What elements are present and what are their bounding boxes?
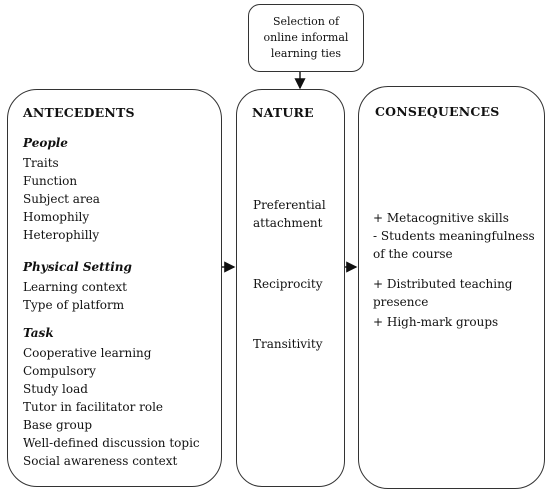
list-item: Subject area (23, 192, 100, 206)
list-item: Learning context (23, 280, 127, 294)
consequence-item: + Distributed teaching presence (373, 277, 513, 309)
list-item: Study load (23, 382, 88, 396)
list-item: Type of platform (23, 298, 125, 312)
antecedents-title: ANTECEDENTS (23, 105, 135, 120)
list-item: Social awareness context (23, 454, 178, 468)
list-item: Tutor in facilitator role (23, 400, 164, 414)
consequence-item: + Metacognitive skills (373, 211, 509, 225)
nature-item-reciprocity: Reciprocity (253, 277, 323, 291)
selection-label: Selection of online informal learning ti… (263, 15, 349, 60)
consequences-box: CONSEQUENCES + Metacognitive skills - St… (358, 86, 545, 489)
nature-item-transitivity: Transitivity (253, 337, 323, 351)
task-label: Task (23, 326, 54, 340)
nature-title: NATURE (252, 105, 314, 120)
list-item: Cooperative learning (23, 346, 152, 360)
list-item: Heterophilly (23, 228, 100, 242)
consequence-item: + High-mark groups (373, 315, 499, 329)
people-list: Traits Function Subject area Homophily H… (23, 154, 100, 244)
list-item: Base group (23, 418, 93, 432)
people-label: People (23, 136, 68, 150)
list-item: Homophily (23, 210, 90, 224)
list-item: Well-defined discussion topic (23, 436, 200, 450)
list-item: Function (23, 174, 78, 188)
physical-setting-label: Physical Setting (23, 260, 132, 274)
antecedents-box: ANTECEDENTS People Traits Function Subje… (7, 89, 222, 487)
nature-box: NATURE Preferential attachment Reciproci… (236, 89, 345, 487)
task-list: Cooperative learning Compulsory Study lo… (23, 344, 200, 470)
consequences-title: CONSEQUENCES (375, 104, 500, 119)
consequence-item: - Students meaningfulness of the course (373, 229, 535, 261)
selection-box: Selection of online informal learning ti… (248, 4, 364, 72)
list-item: Traits (23, 156, 59, 170)
list-item: Compulsory (23, 364, 96, 378)
physical-setting-list: Learning context Type of platform (23, 278, 127, 314)
nature-item-preferential-attachment: Preferential attachment (253, 198, 326, 230)
